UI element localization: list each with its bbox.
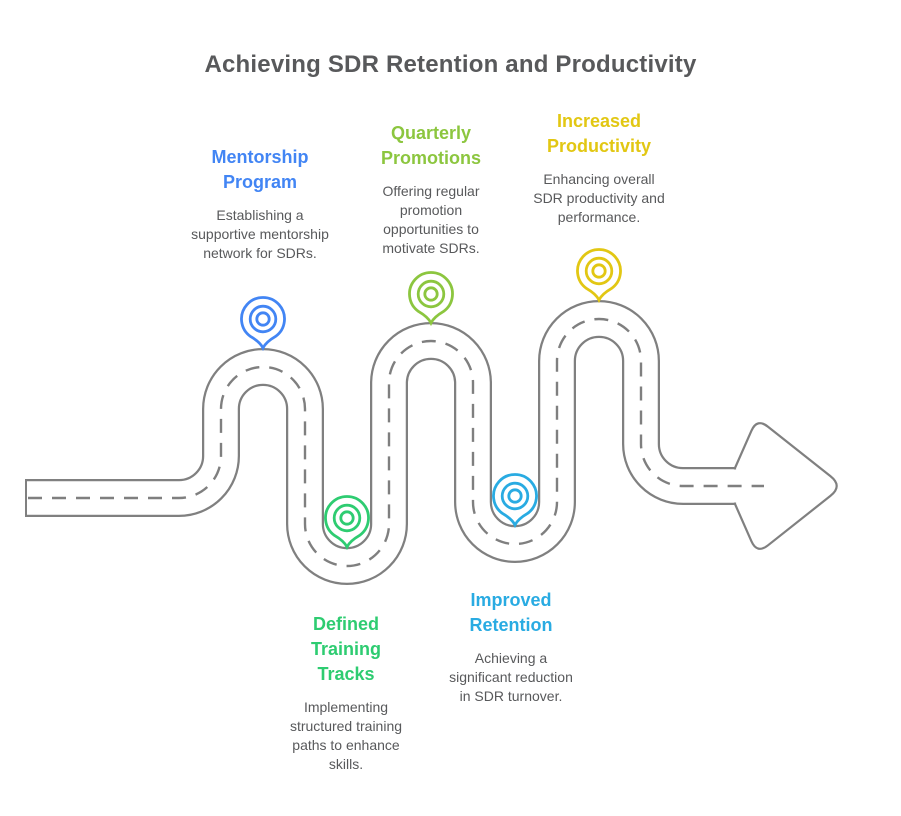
milestone-title: Mentorship Program	[211, 147, 309, 192]
milestone-description: Achieving a significant reduction in SDR…	[449, 650, 573, 704]
location-pin-icon-mentorship-program	[240, 296, 286, 352]
milestone-title: Improved Retention	[469, 590, 553, 635]
milestone-description: Enhancing overall SDR productivity and p…	[533, 171, 665, 225]
milestone-title: Defined Training Tracks	[310, 614, 381, 684]
arrowhead	[733, 422, 838, 550]
page-title: Achieving SDR Retention and Productivity	[204, 51, 697, 78]
milestone-mentorship-program: Mentorship Program Establishing a suppor…	[185, 145, 335, 263]
milestone-defined-training-tracks: Defined Training Tracks Implementing str…	[271, 612, 421, 774]
road-surface	[27, 302, 737, 583]
milestone-increased-productivity: Increased Productivity Enhancing overall…	[524, 109, 674, 227]
milestone-description: Establishing a supportive mentorship net…	[191, 207, 329, 261]
milestone-quarterly-promotions: Quarterly Promotions Offering regular pr…	[356, 121, 506, 258]
location-pin-icon-improved-retention	[492, 473, 538, 529]
milestone-title: Increased Productivity	[546, 111, 652, 156]
milestone-description: Implementing structured training paths t…	[289, 699, 403, 772]
location-pin-icon-increased-productivity	[576, 248, 622, 304]
milestone-title: Quarterly Promotions	[380, 123, 481, 168]
location-pin-icon-quarterly-promotions	[408, 271, 454, 327]
location-pin-icon-defined-training-tracks	[324, 495, 370, 551]
road-center-dashes	[28, 317, 764, 568]
milestone-improved-retention: Improved Retention Achieving a significa…	[436, 588, 586, 706]
milestone-description: Offering regular promotion opportunities…	[382, 183, 480, 256]
